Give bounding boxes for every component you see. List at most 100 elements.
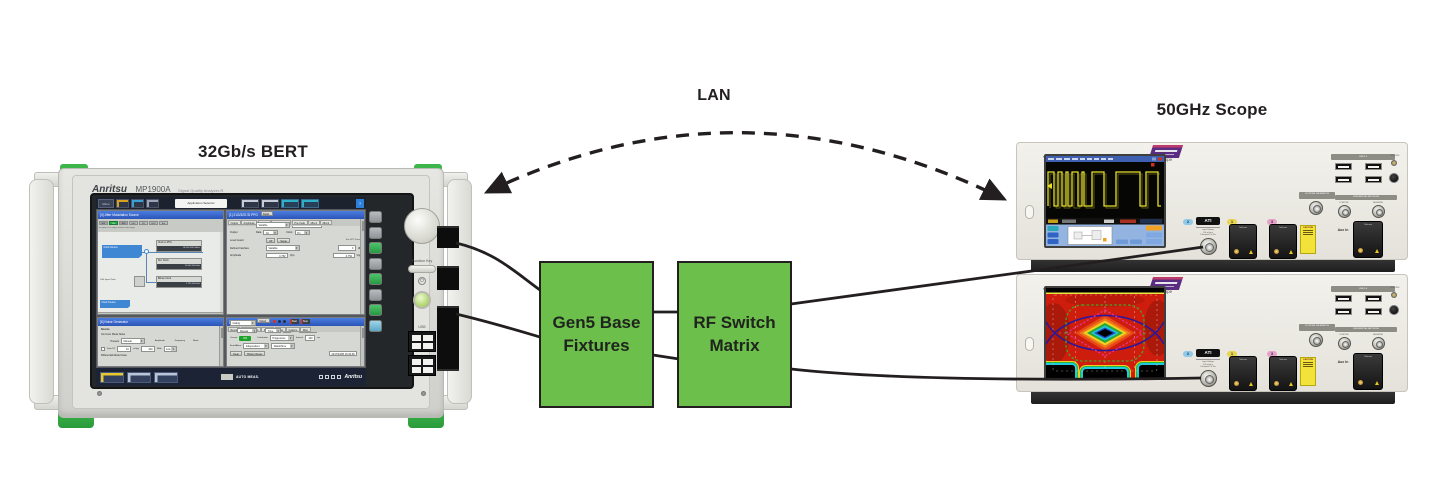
amplitude-value-2[interactable]: 0.752: [332, 252, 355, 259]
usb-port[interactable]: [1365, 163, 1382, 170]
defined-interface-select[interactable]: Variable: [266, 245, 300, 251]
scope-power-button[interactable]: [1025, 205, 1034, 219]
tab[interactable]: Pre-Code: [291, 220, 308, 225]
level-guard-off-button[interactable]: Off: [266, 237, 276, 244]
probe-module-ch1[interactable]: Tektronix: [1229, 224, 1257, 259]
usb-port[interactable]: [1335, 295, 1352, 302]
presets-select[interactable]: Manual: [121, 338, 145, 344]
cycle-select[interactable]: Repeat: [237, 327, 258, 334]
fast-edge-positive-connector[interactable]: [1338, 337, 1351, 350]
softkey-button[interactable]: [369, 226, 382, 239]
dialog-button[interactable]: [1130, 239, 1142, 245]
tray-icon[interactable]: [336, 375, 341, 379]
softkey-button[interactable]: [369, 211, 382, 223]
vertical-scrollbar[interactable]: [360, 219, 364, 314]
clock-source-tag[interactable]: Clock Source: [102, 245, 142, 258]
clock-on-select[interactable]: On: [294, 229, 310, 236]
gating-select[interactable]: Gating: [230, 320, 256, 326]
amplitude-value[interactable]: 0.752: [266, 252, 288, 259]
defined-interface-value[interactable]: 0: [337, 245, 356, 251]
probe-module-ch1[interactable]: Tektronix: [1229, 356, 1257, 391]
jitter-chip[interactable]: BUJ: [149, 220, 158, 225]
usb-port-block[interactable]: [408, 355, 436, 376]
menu-tab-button[interactable]: [1047, 226, 1059, 231]
statusbar-button[interactable]: [154, 371, 178, 383]
menu-button[interactable]: Menu: [98, 198, 114, 208]
probe-module-aux[interactable]: Tektronix: [1353, 353, 1383, 390]
usb-port-block[interactable]: [408, 331, 436, 352]
tab[interactable]: Output: [228, 220, 241, 225]
audio-jack[interactable]: [1389, 173, 1399, 183]
calculation-select[interactable]: Progressive: [269, 335, 294, 341]
ground-terminal[interactable]: [1391, 292, 1397, 298]
stop-button[interactable]: Stop: [300, 319, 311, 324]
side-button[interactable]: [1146, 239, 1162, 244]
menu-tab-button[interactable]: [1047, 232, 1059, 238]
bitrate-mode-select[interactable]: Variable: [256, 222, 290, 228]
rotary-knob[interactable]: [404, 208, 440, 244]
softkey-button[interactable]: [369, 257, 382, 270]
vertical-scrollbar[interactable]: [219, 326, 223, 366]
clock-source-tag[interactable]: Clock Source: [100, 300, 130, 308]
fast-edge-positive-connector[interactable]: [1338, 205, 1351, 218]
tab[interactable]: Amplitude: [241, 220, 258, 225]
probe-module-ch3[interactable]: Tektronix: [1269, 356, 1297, 391]
screen-close-icon[interactable]: [1158, 157, 1162, 161]
statusbar-button[interactable]: [127, 371, 151, 383]
jitter-chip[interactable]: Ext: [159, 220, 168, 225]
probe-module-ch3[interactable]: Tektronix: [1269, 224, 1297, 259]
usb-port[interactable]: [1365, 295, 1382, 302]
clear-button[interactable]: Clear: [230, 350, 242, 357]
audio-jack[interactable]: [1389, 305, 1399, 315]
application-selector-button[interactable]: Application Selector: [175, 198, 227, 208]
tray-icon[interactable]: [330, 375, 335, 379]
error-alarm-select[interactable]: Independent: [243, 343, 270, 349]
usb-port[interactable]: [1365, 308, 1382, 315]
jitter-chip[interactable]: SJ1: [99, 220, 108, 225]
jitter-chip[interactable]: SSC: [129, 220, 138, 225]
usb-port[interactable]: [1335, 176, 1352, 183]
error-alarm-select-2[interactable]: Date&Time: [271, 343, 296, 349]
start-button[interactable]: Start: [289, 319, 299, 324]
power-button[interactable]: [413, 291, 431, 309]
tab[interactable]: Misc: [300, 327, 311, 332]
ground-terminal[interactable]: [1391, 160, 1397, 166]
horizontal-scrollbar[interactable]: [98, 312, 223, 314]
function-key-button[interactable]: [408, 265, 436, 273]
tray-icon[interactable]: [318, 375, 323, 379]
apply-button[interactable]: [1146, 225, 1162, 231]
data-selector[interactable]: Data1: [260, 211, 274, 216]
usb-port[interactable]: [1335, 163, 1352, 170]
usb-port[interactable]: [1365, 176, 1382, 183]
jitter-chip[interactable]: SJ2: [119, 220, 128, 225]
data-selector[interactable]: Data1: [257, 318, 271, 323]
dc-probe-connector[interactable]: [1309, 333, 1323, 347]
help-button[interactable]: ?: [356, 198, 364, 208]
dc-probe-connector[interactable]: [1309, 201, 1323, 215]
toolbar-icon-button[interactable]: [131, 198, 144, 208]
dialog-button[interactable]: [1116, 239, 1128, 245]
softkey-button-green[interactable]: [369, 273, 382, 285]
level-guard-setup-button[interactable]: Setup: [277, 237, 290, 244]
ati-connector[interactable]: [1200, 238, 1217, 255]
softkey-button[interactable]: [369, 288, 382, 301]
noise-frequency-value[interactable]: 100: [141, 346, 155, 352]
history-reset-button[interactable]: History Reset: [243, 350, 265, 357]
fast-edge-negative-connector[interactable]: [1372, 205, 1385, 218]
toolbar-icon-button[interactable]: [281, 198, 299, 208]
noise-amplitude-value[interactable]: 10: [117, 346, 132, 352]
tab[interactable]: Capture: [286, 327, 300, 332]
toolbar-icon-button[interactable]: [146, 198, 159, 208]
fast-edge-negative-connector[interactable]: [1372, 337, 1385, 350]
data-on-select[interactable]: On: [263, 229, 279, 236]
usb-port[interactable]: [1335, 308, 1352, 315]
scope-power-button[interactable]: [1025, 337, 1034, 351]
probe-module-aux[interactable]: Tektronix: [1353, 221, 1383, 258]
current-on-indicator[interactable]: ON: [239, 335, 252, 341]
tab[interactable]: Misc1: [308, 220, 320, 225]
softkey-button-teal[interactable]: [369, 319, 382, 332]
vertical-scrollbar[interactable]: [360, 326, 364, 366]
menu-tab-button[interactable]: [1047, 239, 1059, 244]
jitter-chip-state[interactable]: On: [109, 220, 118, 225]
interval-value[interactable]: 100: [305, 335, 316, 341]
